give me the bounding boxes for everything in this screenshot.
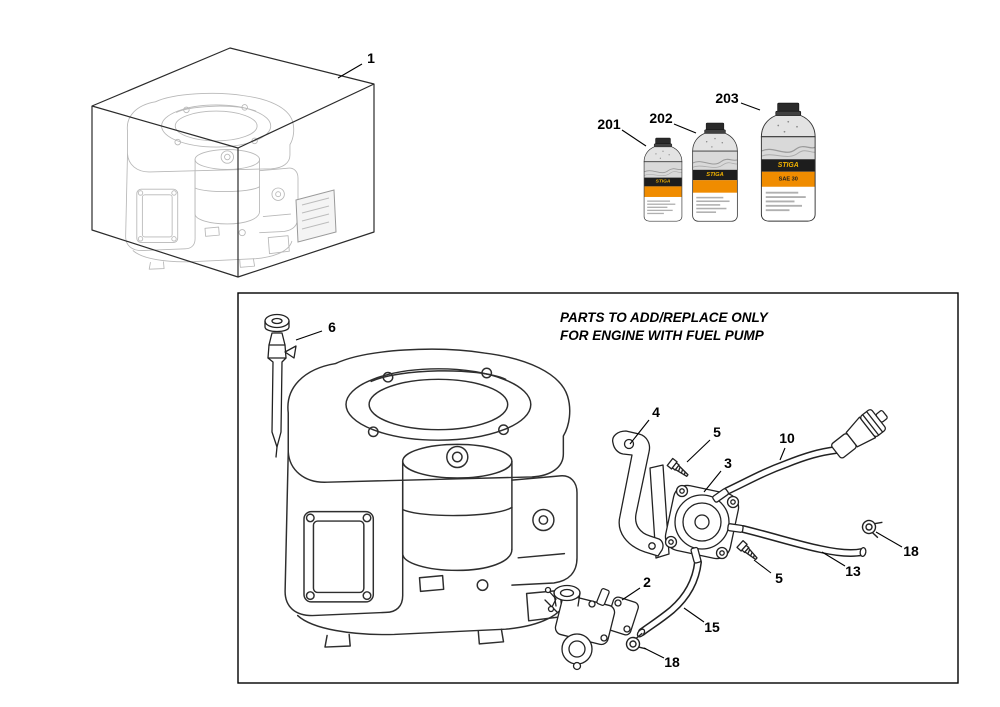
leader-engine-box <box>337 63 363 79</box>
leader-oil-large <box>740 102 761 111</box>
leader-dipstick <box>295 330 323 341</box>
leader-hose-upper <box>779 447 786 461</box>
callout-labels: 1 201 202 203 6 4 5 3 10 18 13 5 15 2 18 <box>328 50 919 670</box>
oil-brand-text: STIGA <box>656 179 671 185</box>
callout-dipstick[interactable]: 6 <box>328 319 336 335</box>
callout-clamp-right[interactable]: 18 <box>903 543 919 559</box>
oil-brand-text: STIGA <box>706 172 723 178</box>
leader-oil-medium <box>673 123 697 134</box>
callout-clamp-bottom[interactable]: 18 <box>664 654 680 670</box>
oil-bottle-small: STIGA <box>643 138 683 221</box>
carburetor <box>544 584 639 671</box>
callout-hose-middle[interactable]: 13 <box>845 563 861 579</box>
callout-oil-bottle-large[interactable]: 203 <box>715 90 739 106</box>
oil-grade-text: SAE 30 <box>779 176 798 182</box>
leader-fuel-pump <box>703 470 722 493</box>
fuel-filter <box>831 409 888 459</box>
fuel-pump <box>664 484 744 564</box>
oil-bottle-large: STIGA SAE 30 <box>760 103 816 221</box>
callout-screw-upper[interactable]: 5 <box>713 424 721 440</box>
callout-bracket[interactable]: 4 <box>652 404 660 420</box>
callout-hose-upper[interactable]: 10 <box>779 430 795 446</box>
leader-carburetor <box>621 587 641 601</box>
leader-clamp-bottom <box>643 647 665 659</box>
callout-carburetor[interactable]: 2 <box>643 574 651 590</box>
fuel-hose-upper <box>723 446 840 495</box>
panel-note-line2: FOR ENGINE WITH FUEL PUMP <box>560 328 765 343</box>
bracket <box>612 430 670 559</box>
callout-screw-lower[interactable]: 5 <box>775 570 783 586</box>
leader-screw-upper <box>686 439 711 463</box>
leader-screw-lower <box>753 559 772 574</box>
callout-fuel-pump[interactable]: 3 <box>724 455 732 471</box>
panel-note-line1: PARTS TO ADD/REPLACE ONLY <box>560 310 770 325</box>
boxed-engine-ghost-art <box>125 92 299 270</box>
leader-oil-small <box>621 129 647 147</box>
shipping-box-wireframe <box>91 47 375 278</box>
oil-brand-text: STIGA <box>778 162 799 169</box>
leader-hose-middle <box>821 551 846 567</box>
dipstick <box>264 313 297 458</box>
leader-bracket <box>629 419 650 445</box>
leader-hose-lower <box>683 607 705 623</box>
leader-clamp-right <box>875 531 903 548</box>
callout-hose-lower[interactable]: 15 <box>704 619 720 635</box>
fuel-hose-middle <box>739 525 867 558</box>
callout-engine-box[interactable]: 1 <box>367 50 375 66</box>
box-sticker <box>295 189 337 243</box>
callout-oil-bottle-medium[interactable]: 202 <box>649 110 673 126</box>
callout-oil-bottle-small[interactable]: 201 <box>597 116 621 132</box>
oil-bottle-medium: STIGA <box>692 123 739 221</box>
leader-lines <box>295 63 903 659</box>
boxed-engine-group <box>91 47 375 278</box>
